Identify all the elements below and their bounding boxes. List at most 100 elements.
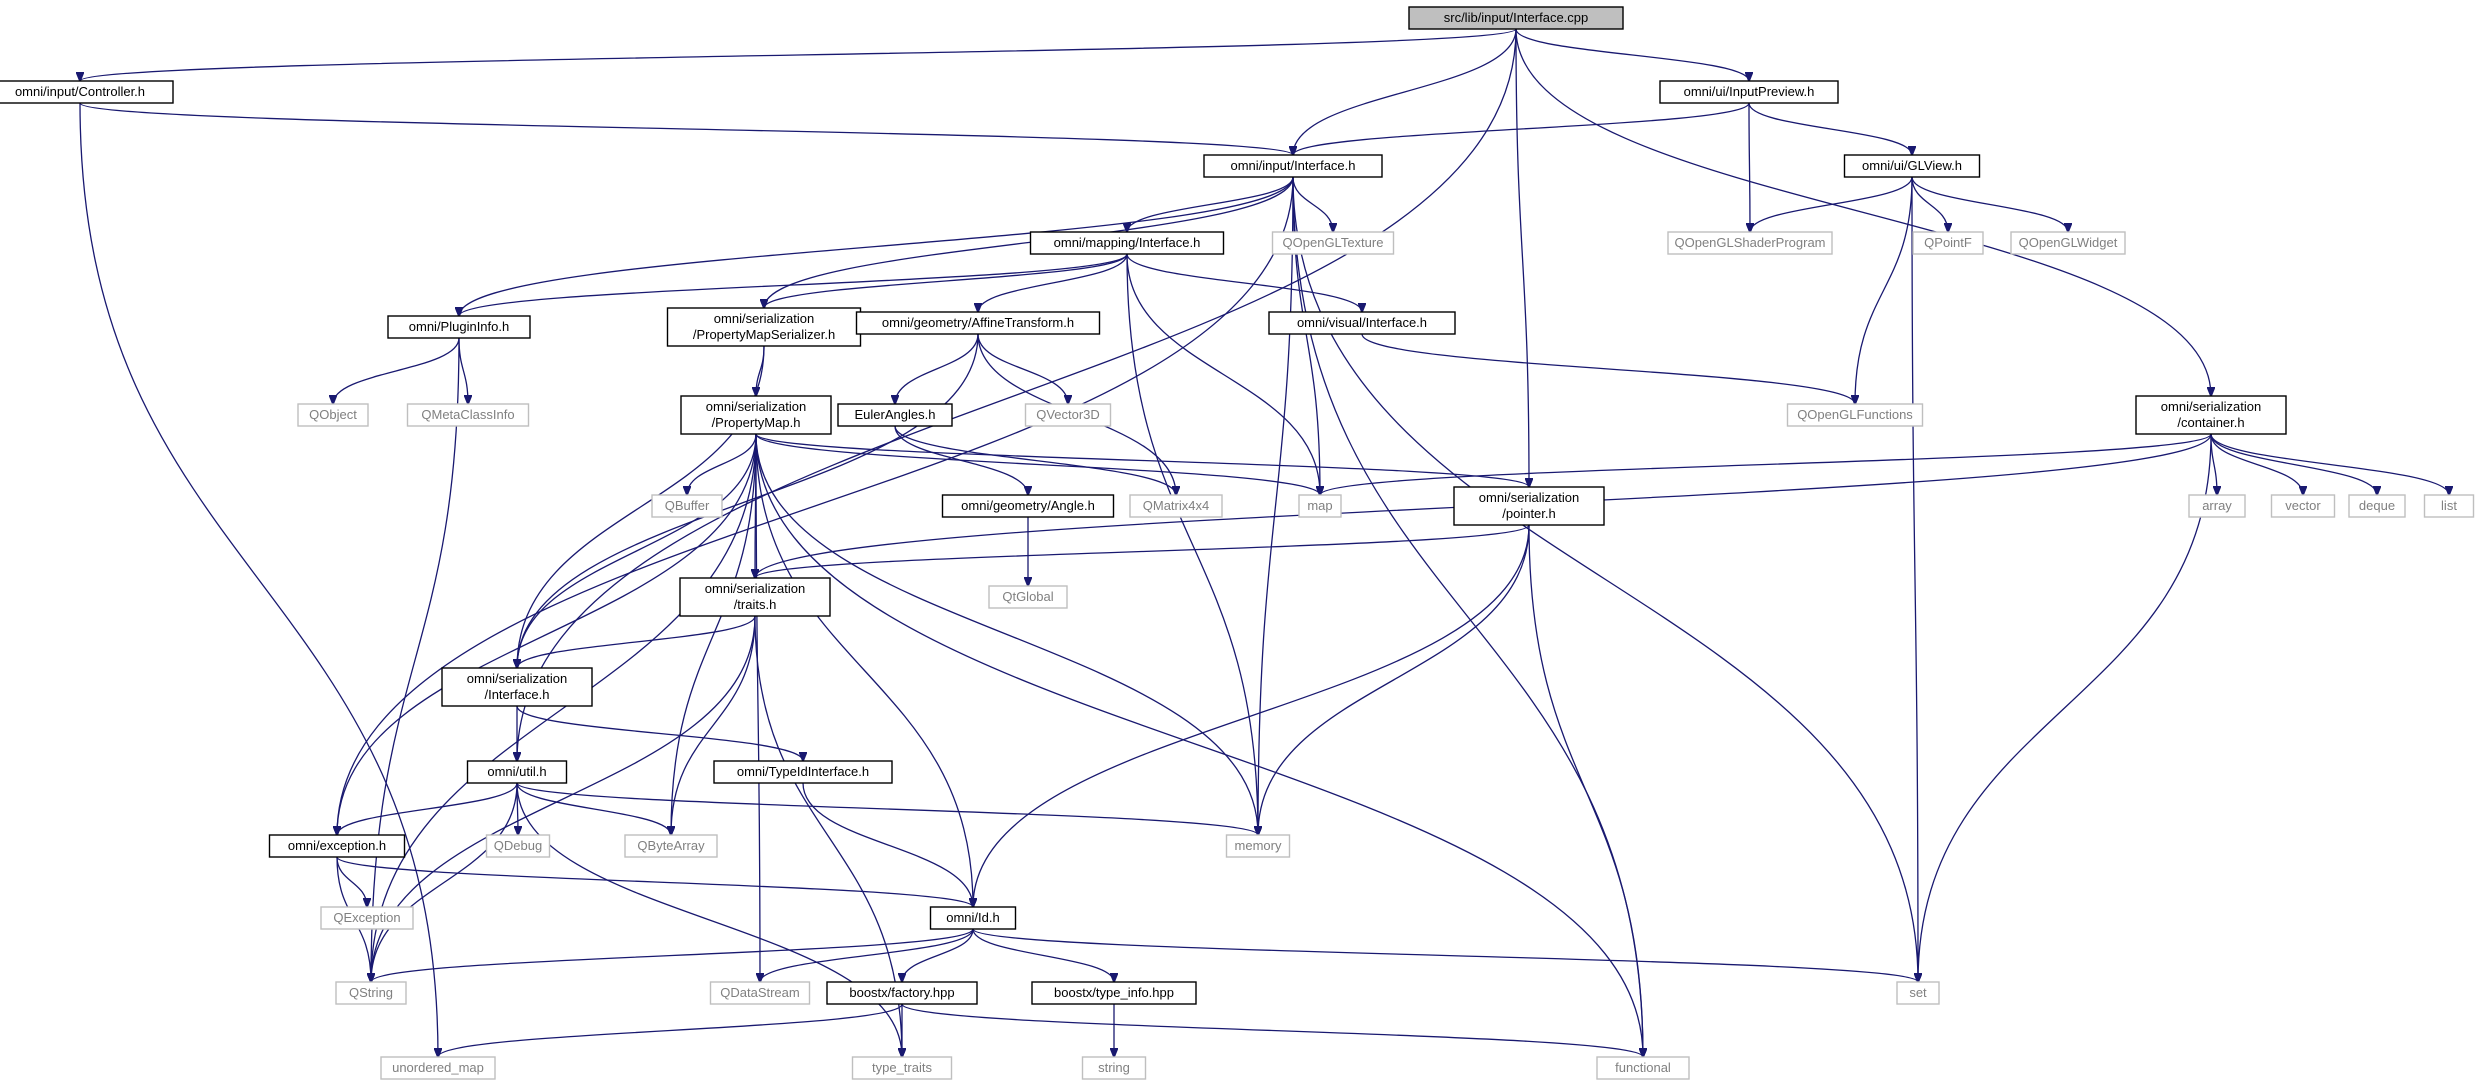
node-memory: memory [1225,834,1291,858]
node-root[interactable]: src/lib/input/Interface.cpp [1408,6,1624,30]
edge-container-to-map [1320,433,2212,495]
edge-propertymap-to-ser_iface [517,433,757,668]
node-inputpreview[interactable]: omni/ui/InputPreview.h [1659,80,1839,104]
node-label-memory: memory [1235,838,1282,853]
node-box-id [929,906,1017,930]
node-angle[interactable]: omni/geometry/Angle.h [941,494,1115,518]
edge-container-to-list [2210,433,2449,495]
node-box-qpointf [1912,231,1984,255]
edge-root-to-pointer [1515,28,1529,487]
node-plugininfo[interactable]: omni/PluginInfo.h [387,315,531,339]
edge-visual_iface-to-qglfunctions [1361,333,1855,404]
node-label-type_traits: type_traits [872,1060,932,1075]
edge-util-to-type_traits [516,782,902,1057]
edge-pointer-to-id [973,524,1530,907]
edge-container-to-deque [2210,433,2377,495]
edge-util-to-qbytearray [516,782,671,835]
node-label-typeinfo: boostx/type_info.hpp [1054,985,1174,1000]
node-box-array [2188,494,2246,518]
node-set: set [1896,981,1940,1005]
node-box-qexception [320,906,414,930]
node-vector: vector [2270,494,2336,518]
node-box-set [1896,981,1940,1005]
node-util[interactable]: omni/util.h [466,760,568,784]
node-box-qvector3d [1024,403,1112,427]
node-label-qmatrix4x4: QMatrix4x4 [1143,498,1209,513]
node-qbuffer: QBuffer [651,494,723,518]
node-qdatastream: QDataStream [709,981,811,1005]
edge-root-to-container [1515,28,2211,396]
node-label-pointer: omni/serialization [1479,490,1579,505]
node-box-qglfunctions [1786,403,1924,427]
node-label-pmserializer: /PropertyMapSerializer.h [693,327,835,342]
node-box-qmatrix4x4 [1129,494,1223,518]
edge-propertymap-to-exception [337,433,757,835]
node-label-ser_iface: omni/serialization [467,671,567,686]
node-label-unordered_map: unordered_map [392,1060,484,1075]
node-box-mapping_iface [1029,231,1225,255]
node-label-affine: omni/geometry/AffineTransform.h [882,315,1074,330]
node-label-glview: omni/ui/GLView.h [1862,158,1962,173]
node-box-type_traits [851,1056,953,1080]
edge-inputpreview-to-glview [1748,102,1912,155]
node-euler[interactable]: EulerAngles.h [837,403,953,427]
edge-pointer-to-memory [1258,524,1530,835]
node-box-exception [268,834,406,858]
node-label-angle: omni/geometry/Angle.h [961,498,1095,513]
node-typeinfo[interactable]: boostx/type_info.hpp [1031,981,1197,1005]
node-functional: functional [1596,1056,1690,1080]
node-pointer[interactable]: omni/serialization/pointer.h [1453,486,1605,526]
node-label-traits: omni/serialization [705,581,805,596]
node-affine[interactable]: omni/geometry/AffineTransform.h [855,311,1101,335]
node-qmatrix4x4: QMatrix4x4 [1129,494,1223,518]
edge-propertymap-to-qdatastream [755,433,760,982]
node-ser_iface[interactable]: omni/serialization/Interface.h [441,667,593,707]
node-box-factory [826,981,978,1005]
node-mapping_iface[interactable]: omni/mapping/Interface.h [1029,231,1225,255]
node-label-qdebug: QDebug [494,838,542,853]
node-qopengltexture: QOpenGLTexture [1271,231,1395,255]
node-label-set: set [1909,985,1927,1000]
node-label-plugininfo: omni/PluginInfo.h [409,319,509,334]
node-box-qbuffer [651,494,723,518]
edge-exception-to-id [336,856,973,907]
edge-controller-to-input_iface [79,102,1293,155]
node-label-ser_iface: /Interface.h [484,687,549,702]
node-qglwidget: QOpenGLWidget [2010,231,2126,255]
node-visual_iface[interactable]: omni/visual/Interface.h [1268,311,1456,335]
node-container[interactable]: omni/serialization/container.h [2135,395,2287,435]
node-label-vector: vector [2285,498,2321,513]
edge-id-to-set [972,928,1918,982]
node-controller[interactable]: omni/input/Controller.h [0,80,174,104]
node-map: map [1298,494,1342,518]
node-factory[interactable]: boostx/factory.hpp [826,981,978,1005]
node-label-qglshader: QOpenGLShaderProgram [1674,235,1825,250]
node-exception[interactable]: omni/exception.h [268,834,406,858]
node-box-root [1408,6,1624,30]
node-label-input_iface: omni/input/Interface.h [1230,158,1355,173]
node-traits[interactable]: omni/serialization/traits.h [679,577,831,617]
node-box-glview [1843,154,1981,178]
edge-euler-to-qmatrix4x4 [894,425,1176,495]
node-label-list: list [2441,498,2457,513]
node-propertymap[interactable]: omni/serialization/PropertyMap.h [680,395,832,435]
node-id[interactable]: omni/Id.h [929,906,1017,930]
node-label-traits: /traits.h [734,597,777,612]
node-label-root: src/lib/input/Interface.cpp [1444,10,1589,25]
node-label-qstring: QString [349,985,393,1000]
edge-inputpreview-to-qglshader [1749,102,1750,232]
node-box-qtglobal [988,585,1068,609]
node-label-propertymap: omni/serialization [706,399,806,414]
edge-propertymap-to-map [755,433,1320,495]
node-input_iface[interactable]: omni/input/Interface.h [1203,154,1383,178]
node-box-deque [2348,494,2406,518]
node-label-typeid: omni/TypeIdInterface.h [737,764,869,779]
node-pmserializer[interactable]: omni/serialization/PropertyMapSerializer… [666,307,862,347]
node-box-typeinfo [1031,981,1197,1005]
node-typeid[interactable]: omni/TypeIdInterface.h [713,760,893,784]
edge-util-to-memory [516,782,1258,835]
edge-propertymap-to-qbytearray [671,433,757,835]
node-glview[interactable]: omni/ui/GLView.h [1843,154,1981,178]
node-label-qtglobal: QtGlobal [1002,589,1053,604]
